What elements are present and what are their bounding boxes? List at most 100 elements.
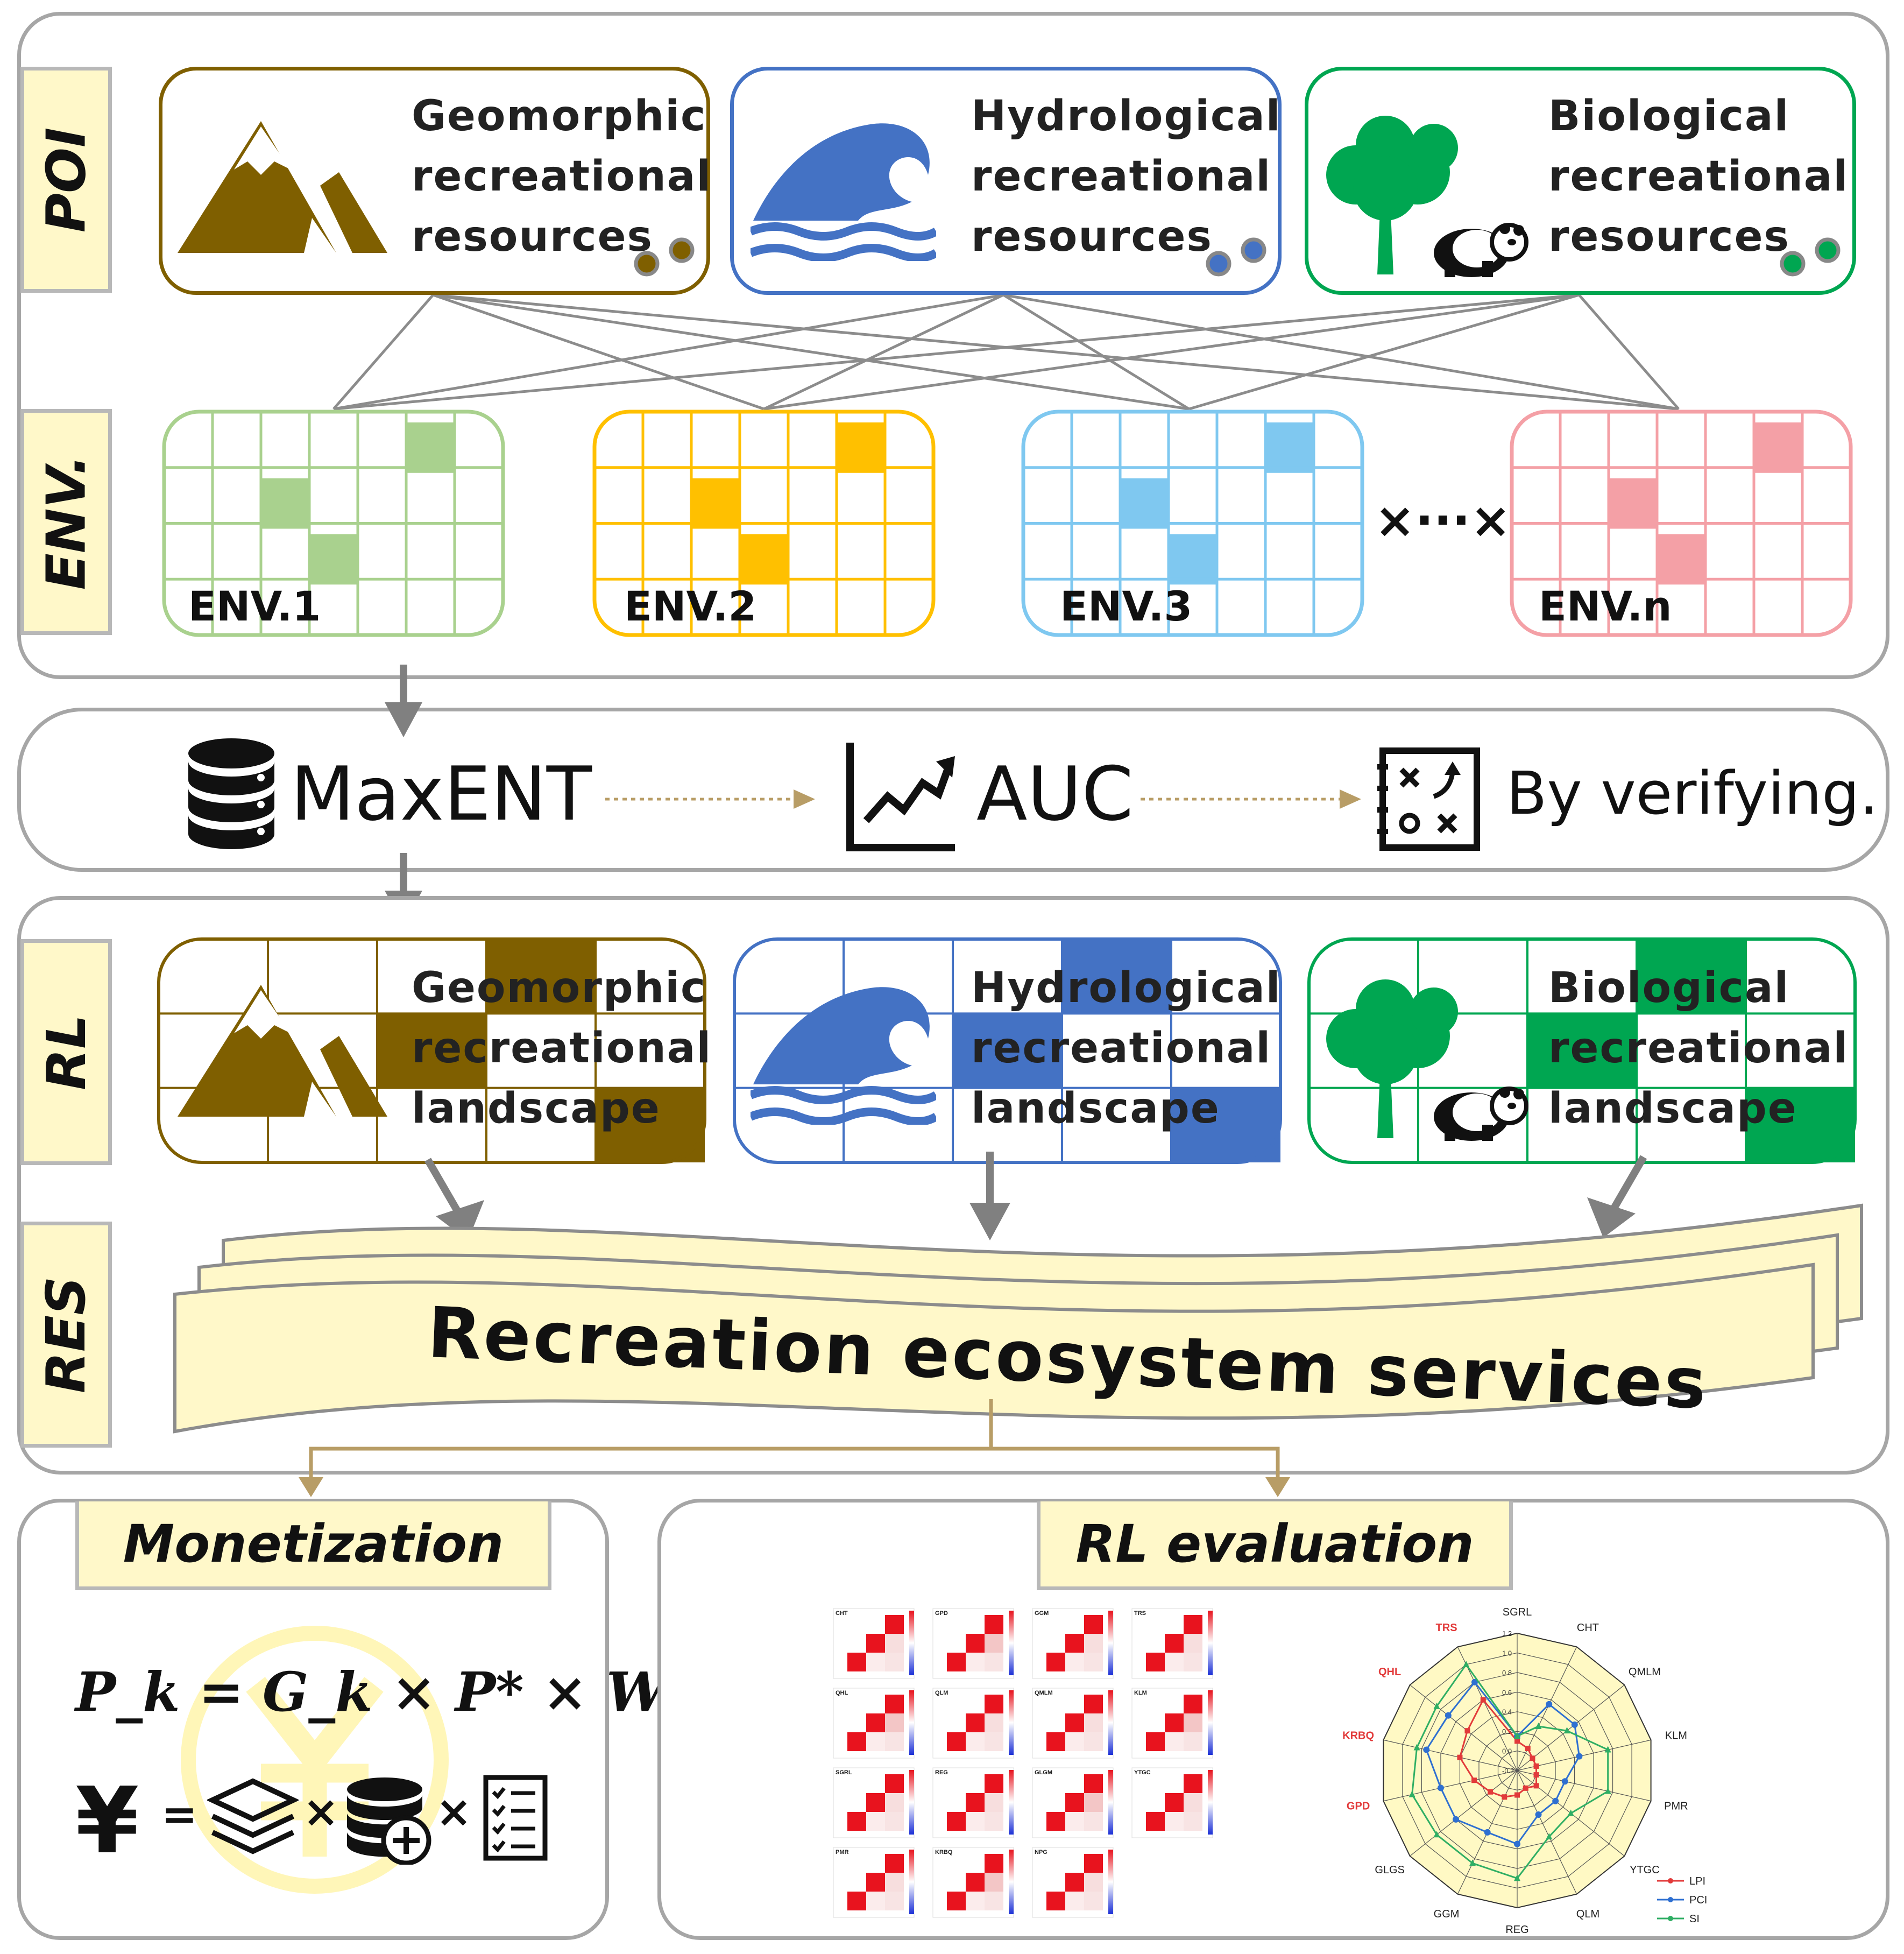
landscape-title-line: Biological bbox=[1548, 964, 1790, 1012]
row-label-env: ENV. bbox=[20, 409, 112, 635]
landscape-title-line: recreational bbox=[412, 1024, 712, 1073]
matrix-label: YTGC bbox=[1134, 1769, 1151, 1776]
landscape-title-line: Hydrological bbox=[971, 964, 1282, 1012]
env-filled-cell bbox=[1120, 478, 1169, 529]
landscape-title-hydrological: Hydrological recreational landscape bbox=[971, 958, 1282, 1139]
resource-title-geomorphic: Geomorphic recreational resources bbox=[412, 86, 712, 267]
matrix-thumbnail: YTGC bbox=[1131, 1767, 1213, 1838]
env-grid-border bbox=[1510, 410, 1853, 637]
checklist-icon bbox=[483, 1775, 548, 1861]
radar-point bbox=[1453, 1816, 1460, 1823]
monetization-formula: P_k = G_k × P* × W_k bbox=[75, 1660, 731, 1724]
resource-title-line: Geomorphic bbox=[412, 92, 707, 140]
wave-icon bbox=[751, 987, 936, 1125]
landscape-title-geomorphic: Geomorphic recreational landscape bbox=[412, 958, 712, 1139]
landscape-title-line: Geomorphic bbox=[412, 964, 707, 1012]
radar-spoke bbox=[1410, 1684, 1518, 1771]
landscape-filled-cell bbox=[953, 1013, 1062, 1088]
radar-point bbox=[1525, 1745, 1531, 1751]
landscape-grid-border bbox=[1307, 937, 1857, 1164]
radar-axis-label: KLM bbox=[1665, 1730, 1687, 1741]
landscape-filled-cell bbox=[1746, 1088, 1855, 1162]
radar-point bbox=[1514, 1738, 1520, 1744]
env-filled-cell bbox=[691, 478, 740, 529]
radar-axis-label: KRBQ bbox=[1342, 1730, 1374, 1741]
env-filled-cell bbox=[309, 534, 358, 585]
radar-spoke bbox=[1410, 1770, 1518, 1857]
env-grid-1 bbox=[162, 410, 505, 637]
env-label-n: ENV.n bbox=[1539, 582, 1672, 630]
radar-point bbox=[1567, 1809, 1574, 1816]
resource-env-connections bbox=[332, 293, 1680, 411]
landscape-filled-cell bbox=[1637, 939, 1746, 1014]
radar-point bbox=[1488, 1789, 1494, 1795]
landscape-filled-cell bbox=[1171, 1088, 1280, 1162]
matrix-label: REG bbox=[935, 1769, 948, 1776]
matrix-label: QMLM bbox=[1035, 1690, 1053, 1696]
auc-label: AUC bbox=[976, 751, 1134, 837]
yen-watermark-icon bbox=[181, 1626, 449, 1894]
tree-panda-icon bbox=[1326, 979, 1528, 1141]
radar-axis-label: QHL bbox=[1378, 1666, 1401, 1678]
matrix-thumbnail: GGM bbox=[1032, 1608, 1114, 1679]
arrow-to-verify bbox=[1141, 789, 1361, 809]
env-filled-cell bbox=[406, 422, 455, 473]
wave-icon bbox=[751, 123, 936, 261]
env-grid-3 bbox=[1021, 410, 1364, 637]
env-ellipsis: ×···× bbox=[1375, 492, 1511, 549]
radar-point bbox=[1480, 1697, 1486, 1703]
legend-marker bbox=[1668, 1897, 1673, 1902]
radar-axis-label: TRS bbox=[1436, 1622, 1457, 1634]
radar-point bbox=[1413, 1744, 1420, 1751]
radar-tick-label: 1.0 bbox=[1502, 1649, 1512, 1657]
maxent-label: MaxENT bbox=[291, 751, 592, 837]
landscape-filled-cell bbox=[486, 939, 596, 1014]
line-chart-icon bbox=[846, 743, 955, 851]
matrix-thumbnail: KRBQ bbox=[932, 1847, 1014, 1918]
radar-point bbox=[1523, 1785, 1528, 1791]
radar-point bbox=[1552, 1797, 1559, 1804]
banner-connectors bbox=[299, 1399, 1290, 1497]
radar-point bbox=[1576, 1753, 1583, 1760]
layers-icon bbox=[207, 1778, 299, 1854]
resource-title-line: resources bbox=[1548, 213, 1790, 261]
matrix-thumbnail: NPG bbox=[1032, 1847, 1114, 1918]
resource-title-line: Biological bbox=[1548, 92, 1790, 140]
matrix-thumbnail: PMR bbox=[833, 1847, 915, 1918]
landscape-title-line: landscape bbox=[1548, 1084, 1797, 1133]
matrix-thumbnail: REG bbox=[932, 1767, 1014, 1838]
env-grid-border bbox=[1021, 410, 1364, 637]
landscape-grid-biological bbox=[1307, 937, 1857, 1164]
radar-point bbox=[1484, 1829, 1491, 1836]
matrix-thumbnail: KLM bbox=[1131, 1688, 1213, 1759]
radar-point bbox=[1514, 1874, 1520, 1881]
radar-point bbox=[1502, 1794, 1507, 1800]
radar-point bbox=[1604, 1746, 1611, 1753]
legend-label: SI bbox=[1689, 1913, 1700, 1925]
times-symbol-1: × bbox=[303, 1787, 339, 1837]
radar-point bbox=[1530, 1755, 1535, 1761]
matrix-thumbnail: TRS bbox=[1131, 1608, 1213, 1679]
arrow-down-1 bbox=[385, 665, 422, 737]
landscape-filled-cell bbox=[596, 1088, 705, 1162]
env-label-3: ENV.3 bbox=[1060, 582, 1193, 630]
radar-axis-label: SGRL bbox=[1503, 1606, 1532, 1618]
radar-point bbox=[1533, 1772, 1539, 1778]
radar-point bbox=[1408, 1790, 1415, 1797]
env-filled-cell bbox=[1657, 534, 1705, 585]
radar-point bbox=[1469, 1859, 1476, 1866]
radar-tick-label: 0.2 bbox=[1502, 1727, 1512, 1736]
landscape-title-line: recreational bbox=[971, 1024, 1272, 1073]
radar-point bbox=[1433, 1831, 1440, 1838]
dots-icon-hydrological bbox=[1206, 237, 1266, 277]
legend-marker bbox=[1668, 1878, 1673, 1884]
env-label-1: ENV.1 bbox=[188, 582, 321, 630]
resource-title-line: recreational bbox=[1548, 152, 1849, 201]
resource-title-line: resources bbox=[412, 213, 653, 261]
radar-point bbox=[1546, 1833, 1553, 1840]
radar-point bbox=[1437, 1784, 1444, 1791]
row-label-poi: POI bbox=[20, 67, 112, 293]
radar-point bbox=[1535, 1722, 1542, 1729]
env-grid-border bbox=[162, 410, 505, 637]
radar-spoke bbox=[1383, 1770, 1518, 1802]
